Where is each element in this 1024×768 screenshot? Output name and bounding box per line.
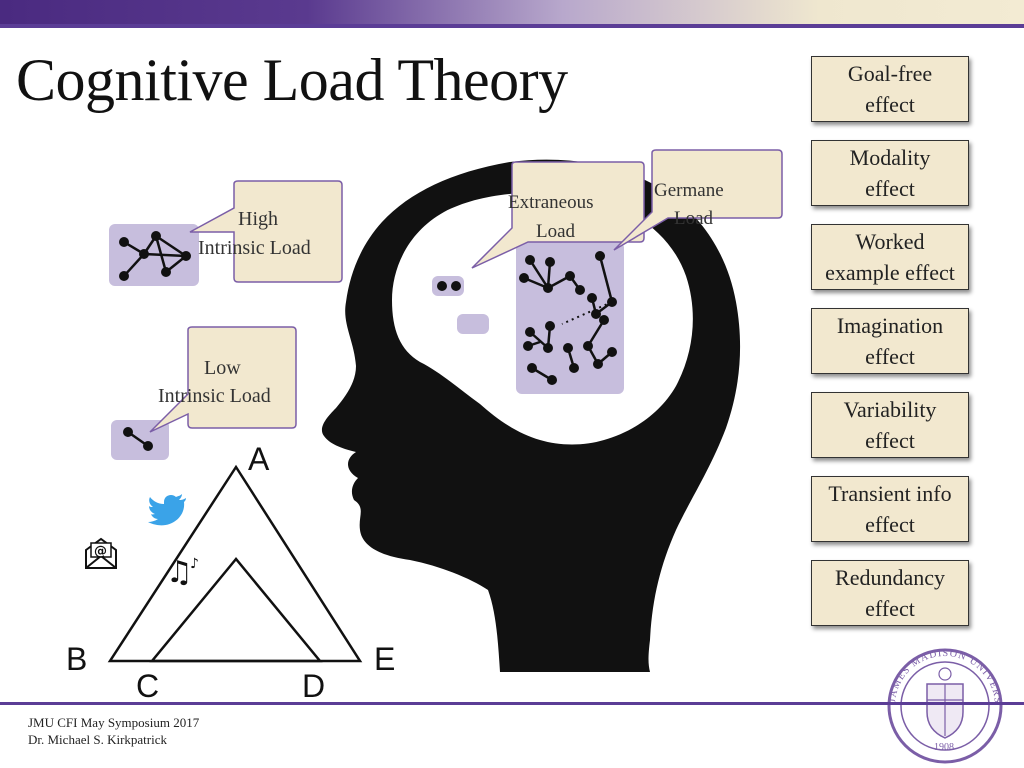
effect-label-line1: Goal-free [847, 61, 933, 86]
effect-transient-info: Transient info effect [811, 476, 969, 542]
effect-label-line1: Modality [849, 145, 931, 170]
triangle-label-b: B [66, 641, 87, 677]
effect-label-line2: effect [865, 428, 915, 453]
triangle-label-c: C [136, 668, 159, 704]
effect-worked-example: Worked example effect [811, 224, 969, 290]
callout-low-line2: Intrinsic Load [158, 385, 271, 407]
seal-year: 1908 [934, 742, 954, 753]
effect-label-line2: effect [865, 512, 915, 537]
nested-triangles [107, 464, 363, 663]
effect-label-line2: effect [865, 176, 915, 201]
effect-label-line2: effect [865, 92, 915, 117]
effect-label-line1: Imagination [836, 313, 944, 338]
callout-germane-load: Germane Load [613, 149, 783, 251]
effect-label-line2: example effect [825, 260, 955, 285]
callout-high-line1: High [238, 208, 278, 230]
music-notes-icon: ♫ ♪ [166, 555, 199, 590]
callout-extraneous-line1: Extraneous [508, 192, 593, 213]
svg-text:♪: ♪ [190, 556, 199, 572]
effect-redundancy: Redundancy effect [811, 560, 969, 626]
callout-high-line2: Intrinsic Load [198, 237, 311, 259]
callout-low-line1: Low [204, 357, 241, 379]
twitter-bird-icon [148, 494, 186, 526]
triangle-label-a: A [248, 441, 270, 477]
effect-imagination: Imagination effect [811, 308, 969, 374]
effect-label-line1: Transient info [828, 481, 952, 506]
effect-variability: Variability effect [811, 392, 969, 458]
effect-label-line1: Worked [855, 229, 925, 254]
header-gradient-band [0, 0, 1024, 24]
brain-network-nodes [519, 251, 617, 385]
effect-modality: Modality effect [811, 140, 969, 206]
callout-high-intrinsic-load: High Intrinsic Load [189, 180, 343, 283]
callout-extraneous-line2: Load [536, 221, 576, 242]
slide-title: Cognitive Load Theory [16, 47, 568, 113]
callout-extraneous-load: Extraneous Load [471, 161, 645, 269]
university-seal: JAMES MADISON UNIVERSITY 1908 [887, 648, 1003, 764]
email-at-icon: @ [85, 537, 117, 569]
footer-author: Dr. Michael S. Kirkpatrick [28, 732, 167, 747]
footer-accent-line [0, 702, 1024, 705]
svg-text:@: @ [94, 544, 107, 559]
triangle-label-d: D [302, 668, 325, 704]
svg-text:♫: ♫ [166, 555, 193, 590]
callout-low-intrinsic-load: Low Intrinsic Load [149, 326, 297, 433]
callout-germane-line2: Load [674, 208, 714, 229]
effect-label-line2: effect [865, 596, 915, 621]
effect-label-line2: effect [865, 344, 915, 369]
effect-label-line1: Variability [843, 397, 937, 422]
effect-goal-free: Goal-free effect [811, 56, 969, 122]
callout-germane-line1: Germane [654, 180, 724, 201]
header-accent-line [0, 24, 1024, 28]
triangle-label-e: E [374, 641, 395, 677]
footer-event: JMU CFI May Symposium 2017 [28, 715, 200, 730]
slide-footer: JMU CFI May Symposium 2017 Dr. Michael S… [28, 714, 199, 748]
effect-label-line1: Redundancy [835, 565, 945, 590]
